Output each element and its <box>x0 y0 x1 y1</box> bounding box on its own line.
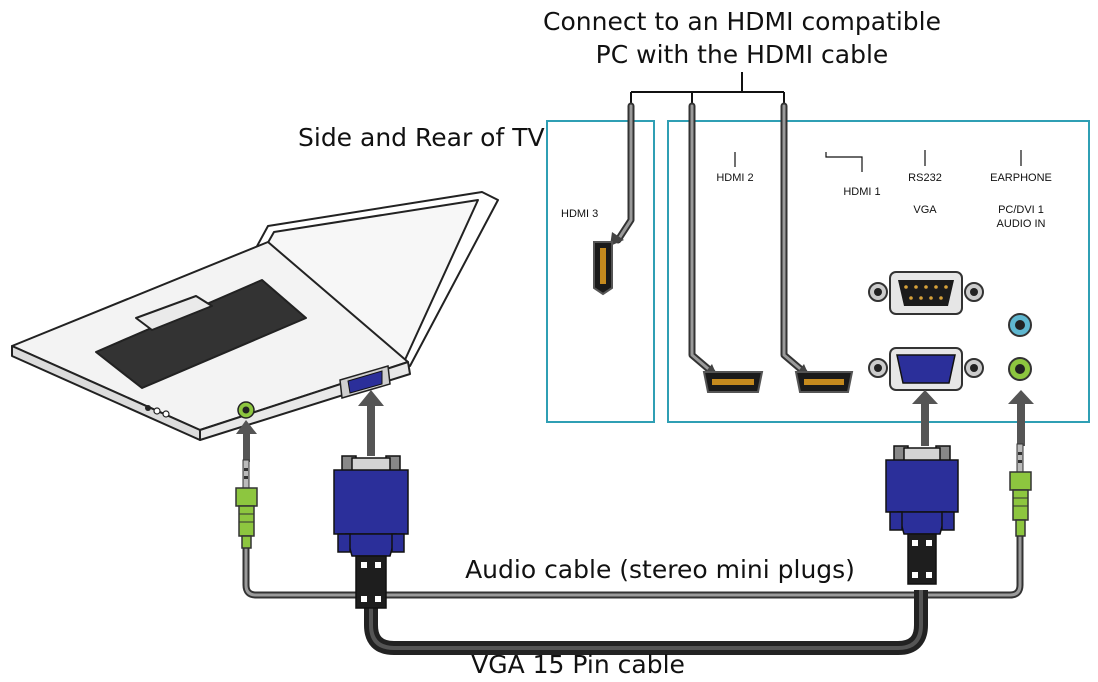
laptop-vga-port <box>339 365 391 399</box>
rs232-label: RS232 <box>908 172 942 184</box>
vga-label: VGA <box>913 204 937 216</box>
hdmi2-label: HDMI 2 <box>716 172 753 184</box>
right-vga-plug <box>885 445 959 585</box>
vga-cable-label: VGA 15 Pin cable <box>471 650 685 679</box>
vga-cable <box>364 590 928 655</box>
port-label-ticks <box>734 150 1022 172</box>
rs232-port <box>868 271 984 315</box>
pc-dvi-audio-label-line2: AUDIO IN <box>997 218 1046 230</box>
hdmi-instruction-line2: PC with the HDMI cable <box>596 40 889 69</box>
laptop <box>11 191 499 441</box>
hdmi-bracket <box>630 72 785 108</box>
hdmi-cables <box>614 102 808 376</box>
tv-vga-port <box>868 347 984 391</box>
pc-audio-in-jack <box>1008 357 1032 381</box>
laptop-port-arrows <box>236 390 384 462</box>
hdmi3-label: HDMI 3 <box>561 208 598 220</box>
earphone-jack <box>1008 313 1032 337</box>
earphone-label: EARPHONE <box>990 172 1052 184</box>
hdmi3-port <box>593 241 613 296</box>
hdmi1-port <box>794 371 854 393</box>
pc-dvi-audio-label-line1: PC/DVI 1 <box>998 204 1044 216</box>
hdmi1-label: HDMI 1 <box>843 186 880 198</box>
hdmi2-port <box>702 371 764 393</box>
hdmi-instruction-line1: Connect to an HDMI compatible <box>543 7 941 36</box>
left-audio-plug <box>235 459 258 549</box>
right-audio-plug <box>1009 443 1032 537</box>
tv-port-arrows <box>912 390 1034 446</box>
left-vga-plug <box>333 455 409 609</box>
laptop-audio-jack <box>237 401 255 419</box>
laptop-status-lights <box>145 405 170 418</box>
audio-cable-label: Audio cable (stereo mini plugs) <box>465 555 855 584</box>
tv-side-rear-label: Side and Rear of TV <box>298 123 545 152</box>
